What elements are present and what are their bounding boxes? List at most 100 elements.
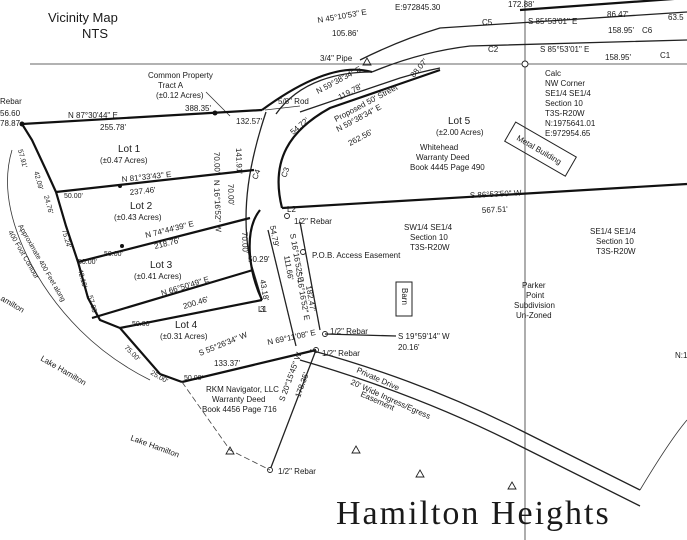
n1-label: N:1 [675,351,687,360]
distance-n74: 218.76' [153,236,181,251]
calc-line7: E:972954.65 [545,129,591,138]
lot5-west-boundary [277,68,441,209]
drive-north-line [309,349,641,491]
east-shore-line [639,419,687,491]
se-se-line1: SE1/4 SE1/4 [590,227,636,236]
distance-4209: 42.09' [32,171,44,191]
distance-388: 388.35' [185,104,211,113]
lot2-name: Lot 2 [130,201,153,212]
contour-line1: Approximate 400 Feet along [16,224,66,304]
distance-4215: 42.15' [76,269,88,289]
lake-contour-line [7,149,151,381]
bearing-s19: S 19°59'14" W [398,332,450,341]
street-curve-south [248,209,263,301]
common-property-area: (±0.12 Acres) [156,91,204,100]
whitehead-book: Book 4445 Page 490 [410,163,485,172]
lake-label-3: amilton [0,294,26,315]
distance-7000a: 70.00' [212,152,222,174]
top-distance-5: 63.5 [668,13,684,22]
parker-line4: Un-Zoned [516,311,552,320]
curve-c1-label: C1 [660,51,671,60]
se-se-line3: T3S-R20W [596,247,636,256]
distance-141: 141.91' [234,148,244,175]
lake-label-1: Lake Hamilton [39,354,88,387]
calc-line3: SE1/4 SE1/4 [545,89,591,98]
distance-4318: 43.18' [258,279,271,302]
top-street-south-line [371,39,687,73]
s19-line [324,333,397,337]
triangle-marker-4 [415,469,425,478]
easement-east-line [299,221,321,331]
distance-5000b: 50.00' [78,259,97,266]
distance-5791: 57.91' [16,149,28,169]
label-3: 3 [260,305,265,314]
lot5-area: (±2.00 Acres) [436,128,484,137]
barn: Barn [395,281,413,317]
corner-marker-n [212,110,218,116]
lot1-name: Lot 1 [118,144,141,155]
se-se-line2: Section 10 [596,237,634,246]
triangle-marker-1 [225,446,235,455]
lot5-south-boundary [281,182,687,210]
parker-line3: Subdivision [514,301,555,310]
bearing-s86: S 86°53'50" W [470,188,522,200]
distance-7000c: 70.00' [240,232,250,254]
top-distance-2: 172.88' [508,0,534,9]
easement-west-line [267,229,297,347]
distance-s19: 20.16' [398,343,420,352]
lot-marker-2 [120,244,124,248]
top-distance-label: 105.86' [332,29,358,38]
parker-line1: Parker [522,281,546,290]
calc-line2: NW Corner [545,79,585,88]
calc-corner-marker [521,60,529,68]
common-property-tract: Tract A [158,81,184,90]
lot-marker-1 [118,184,122,188]
line-l1-label: L1 [258,305,267,314]
bearing-n87: N 87°30'44" E [68,111,118,120]
common-property-label: Common Property [148,71,213,80]
plat-title: Hamilton Heights [336,495,611,532]
distance-5000d: 50.00' [132,321,151,328]
distance-7000b: 70.00' [226,184,236,206]
calc-line4: Section 10 [545,99,583,108]
distance-s86: 567.51' [482,205,509,215]
rkm-line2: Warranty Deed [212,395,266,404]
south-boundary-n69 [181,348,317,384]
pob-marker [300,249,306,255]
west-boundary-line [21,123,183,384]
lot2-south-line [77,216,251,264]
left-easting: 78.87 [0,119,21,128]
bearing-n16: N 16°16'52" W [212,180,223,233]
distance-2476: 24.76' [42,195,54,215]
north-boundary-line [21,108,263,126]
lake-label-2: Lake Hamilton [129,433,180,459]
triangle-marker-2 [351,445,361,454]
drive-south-line [299,359,641,507]
rebar-label-s1: 1/2" Rebar [330,327,368,336]
distance-s55: 133.37' [214,359,240,368]
calc-line6: N:1975641.01 [545,119,596,128]
lot4-name: Lot 4 [175,320,198,331]
sw-se-line2: Section 10 [410,233,448,242]
bearing-n69: N 69°11'08" E [267,328,317,347]
top-bearing-3: S 85°53'01" E [540,45,589,54]
rod-leader [264,105,301,111]
distance-88: 88.07' [409,57,430,80]
street-arc-north [275,71,373,115]
calc-line1: Calc [545,69,561,78]
bearing-n74: N 74°44'39" E [144,219,195,240]
vicinity-map-scale: NTS [82,26,108,41]
pipe-marker [362,57,372,66]
calc-line5: T3S-R20W [545,109,585,118]
curve-c5-label: C5 [482,18,493,27]
triangle-marker-3 [507,481,517,490]
top-street-north-line [359,11,687,61]
parker-line2: Point [526,291,545,300]
curve-c6-label: C6 [642,26,653,35]
top-easting-label: E:972845.30 [395,3,441,12]
sw-se-line3: T3S-R20W [410,243,450,252]
top-bearing-label: N 45°10'53" E [317,7,368,25]
lot4-area: (±0.31 Acres) [160,332,208,341]
pipe-label: 3/4" Pipe [320,54,353,63]
